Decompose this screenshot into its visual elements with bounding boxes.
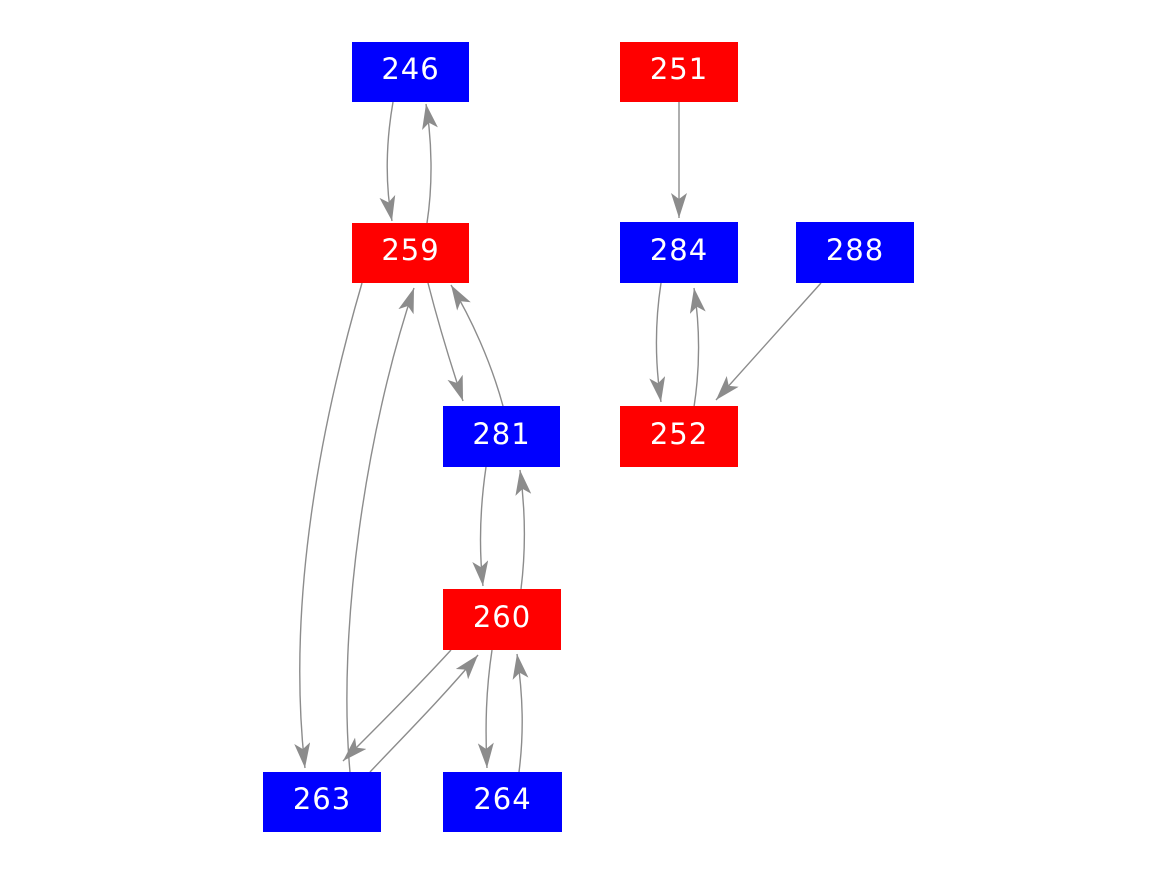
edge-246-to-259 [379, 101, 396, 222]
node-252: 252 [620, 406, 738, 467]
edge-259-to-281 [427, 282, 464, 402]
node-label: 252 [649, 416, 709, 451]
node-284: 284 [620, 222, 738, 283]
node-263: 263 [263, 772, 381, 832]
edge-263-to-259 [346, 287, 415, 773]
node-260: 260 [443, 589, 561, 650]
edge-260-to-263 [342, 649, 452, 762]
edge-288-to-252 [715, 282, 822, 401]
node-label: 288 [825, 232, 885, 267]
node-281: 281 [443, 406, 560, 467]
edge-260-to-264 [477, 649, 494, 769]
node-label: 259 [381, 233, 440, 267]
edge-259-to-246 [422, 103, 438, 224]
node-label: 264 [473, 782, 532, 816]
edge-263-to-260 [369, 654, 479, 773]
node-label: 284 [649, 232, 709, 267]
node-259: 259 [352, 223, 469, 283]
node-label: 251 [649, 52, 709, 86]
node-label: 263 [292, 782, 352, 816]
node-label: 260 [472, 599, 532, 634]
node-251: 251 [620, 42, 738, 102]
node-288: 288 [796, 222, 914, 283]
edge-281-to-260 [472, 466, 489, 587]
edge-260-to-281 [515, 469, 532, 590]
edge-281-to-259 [450, 284, 504, 407]
edge-259-to-263 [294, 282, 363, 769]
node-246: 246 [352, 42, 469, 102]
node-label: 281 [472, 416, 531, 451]
node-label: 246 [381, 52, 440, 86]
edge-264-to-260 [512, 653, 529, 773]
edge-group [294, 101, 822, 773]
node-264: 264 [443, 772, 562, 832]
edge-252-to-284 [689, 287, 706, 408]
edge-284-to-252 [649, 282, 666, 403]
